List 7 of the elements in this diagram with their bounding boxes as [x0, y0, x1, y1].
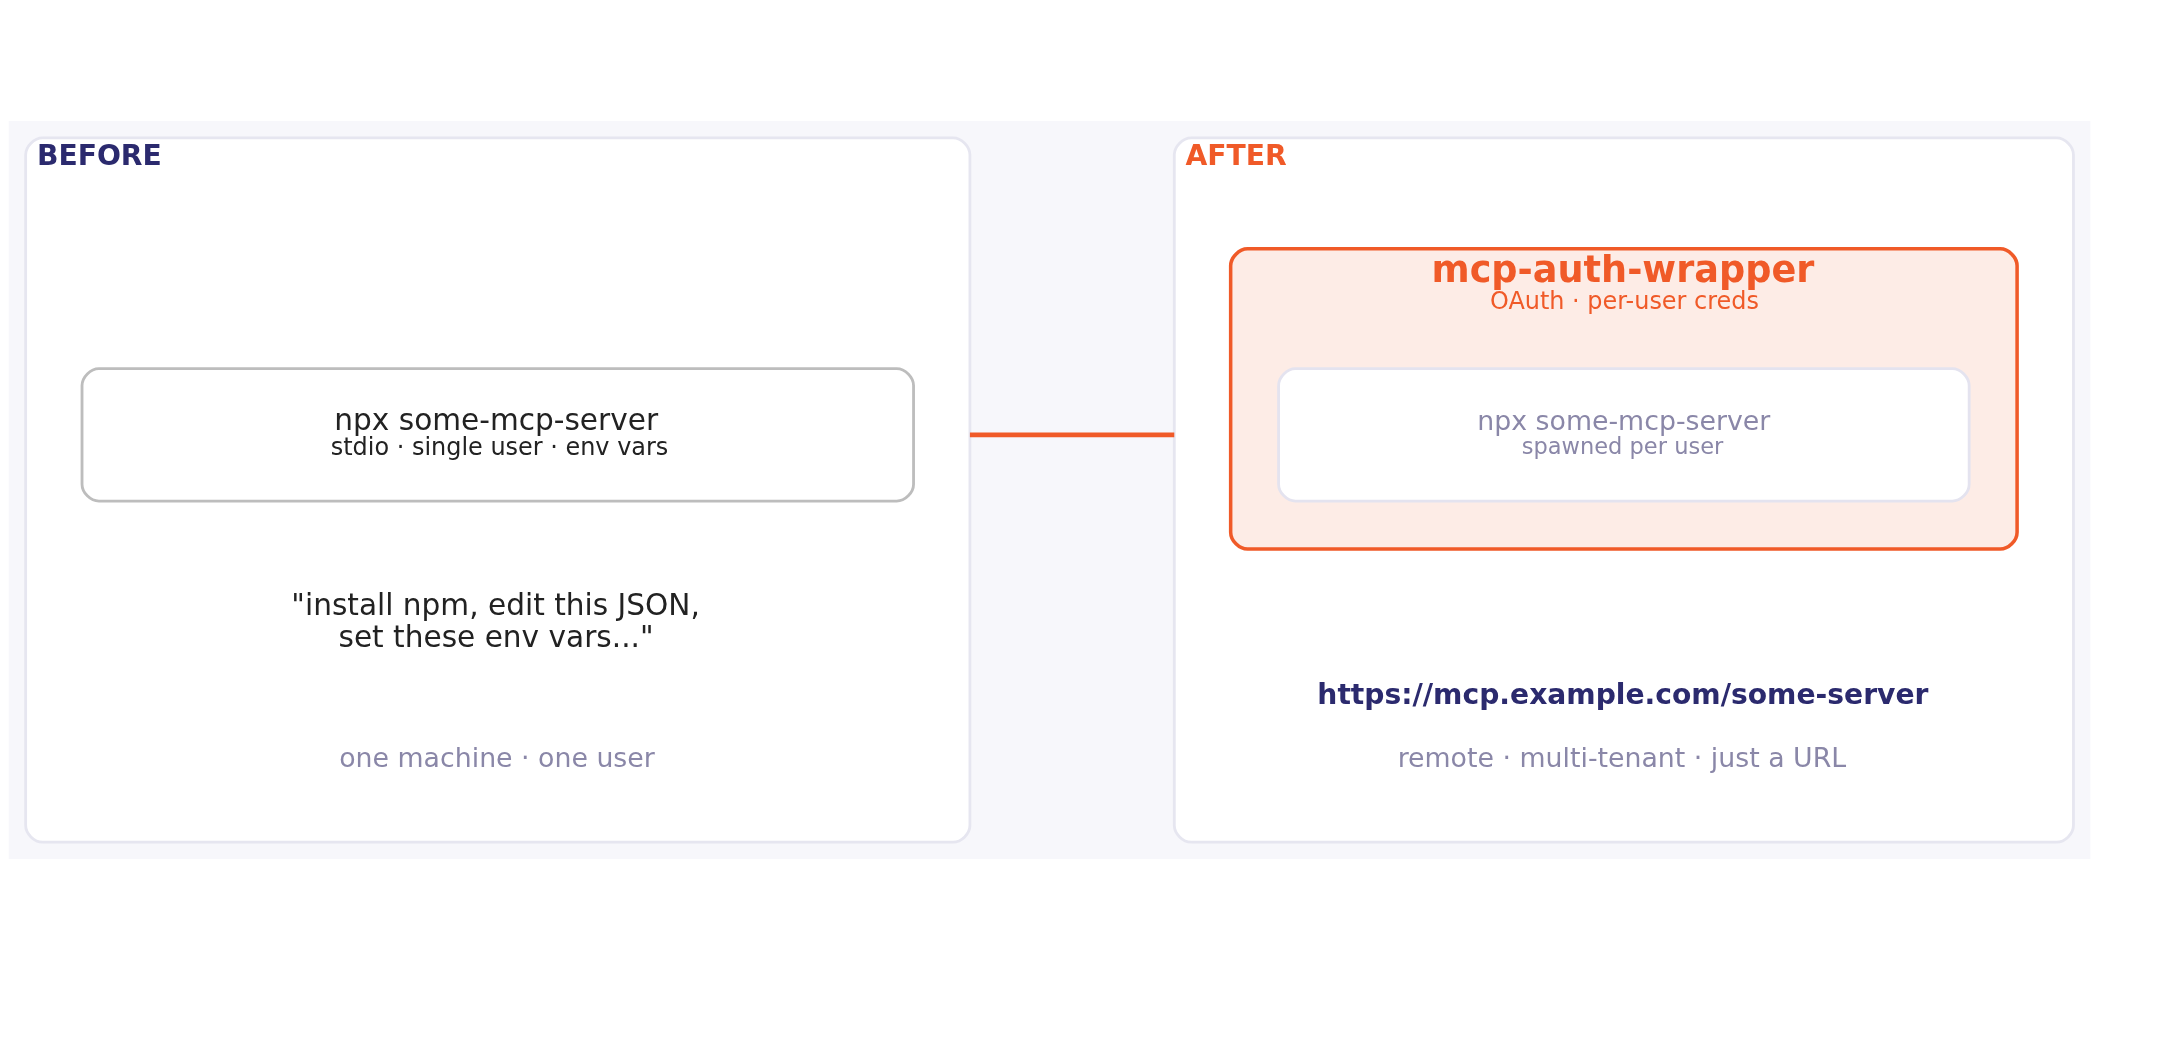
node-box: npx some-mcp-server stdio · single user · env vars [80, 366, 915, 503]
node-box: npx some-mcp-server spawned per user [1277, 366, 1971, 503]
label: "install npm, edit this JSON, set these env vars..." [291, 587, 700, 654]
label: https://mcp.example.com/some-server [1317, 677, 1929, 711]
label: remote · multi-tenant · just a URL [1397, 741, 1847, 773]
connector [969, 431, 1175, 437]
label: one machine · one user [339, 741, 655, 773]
